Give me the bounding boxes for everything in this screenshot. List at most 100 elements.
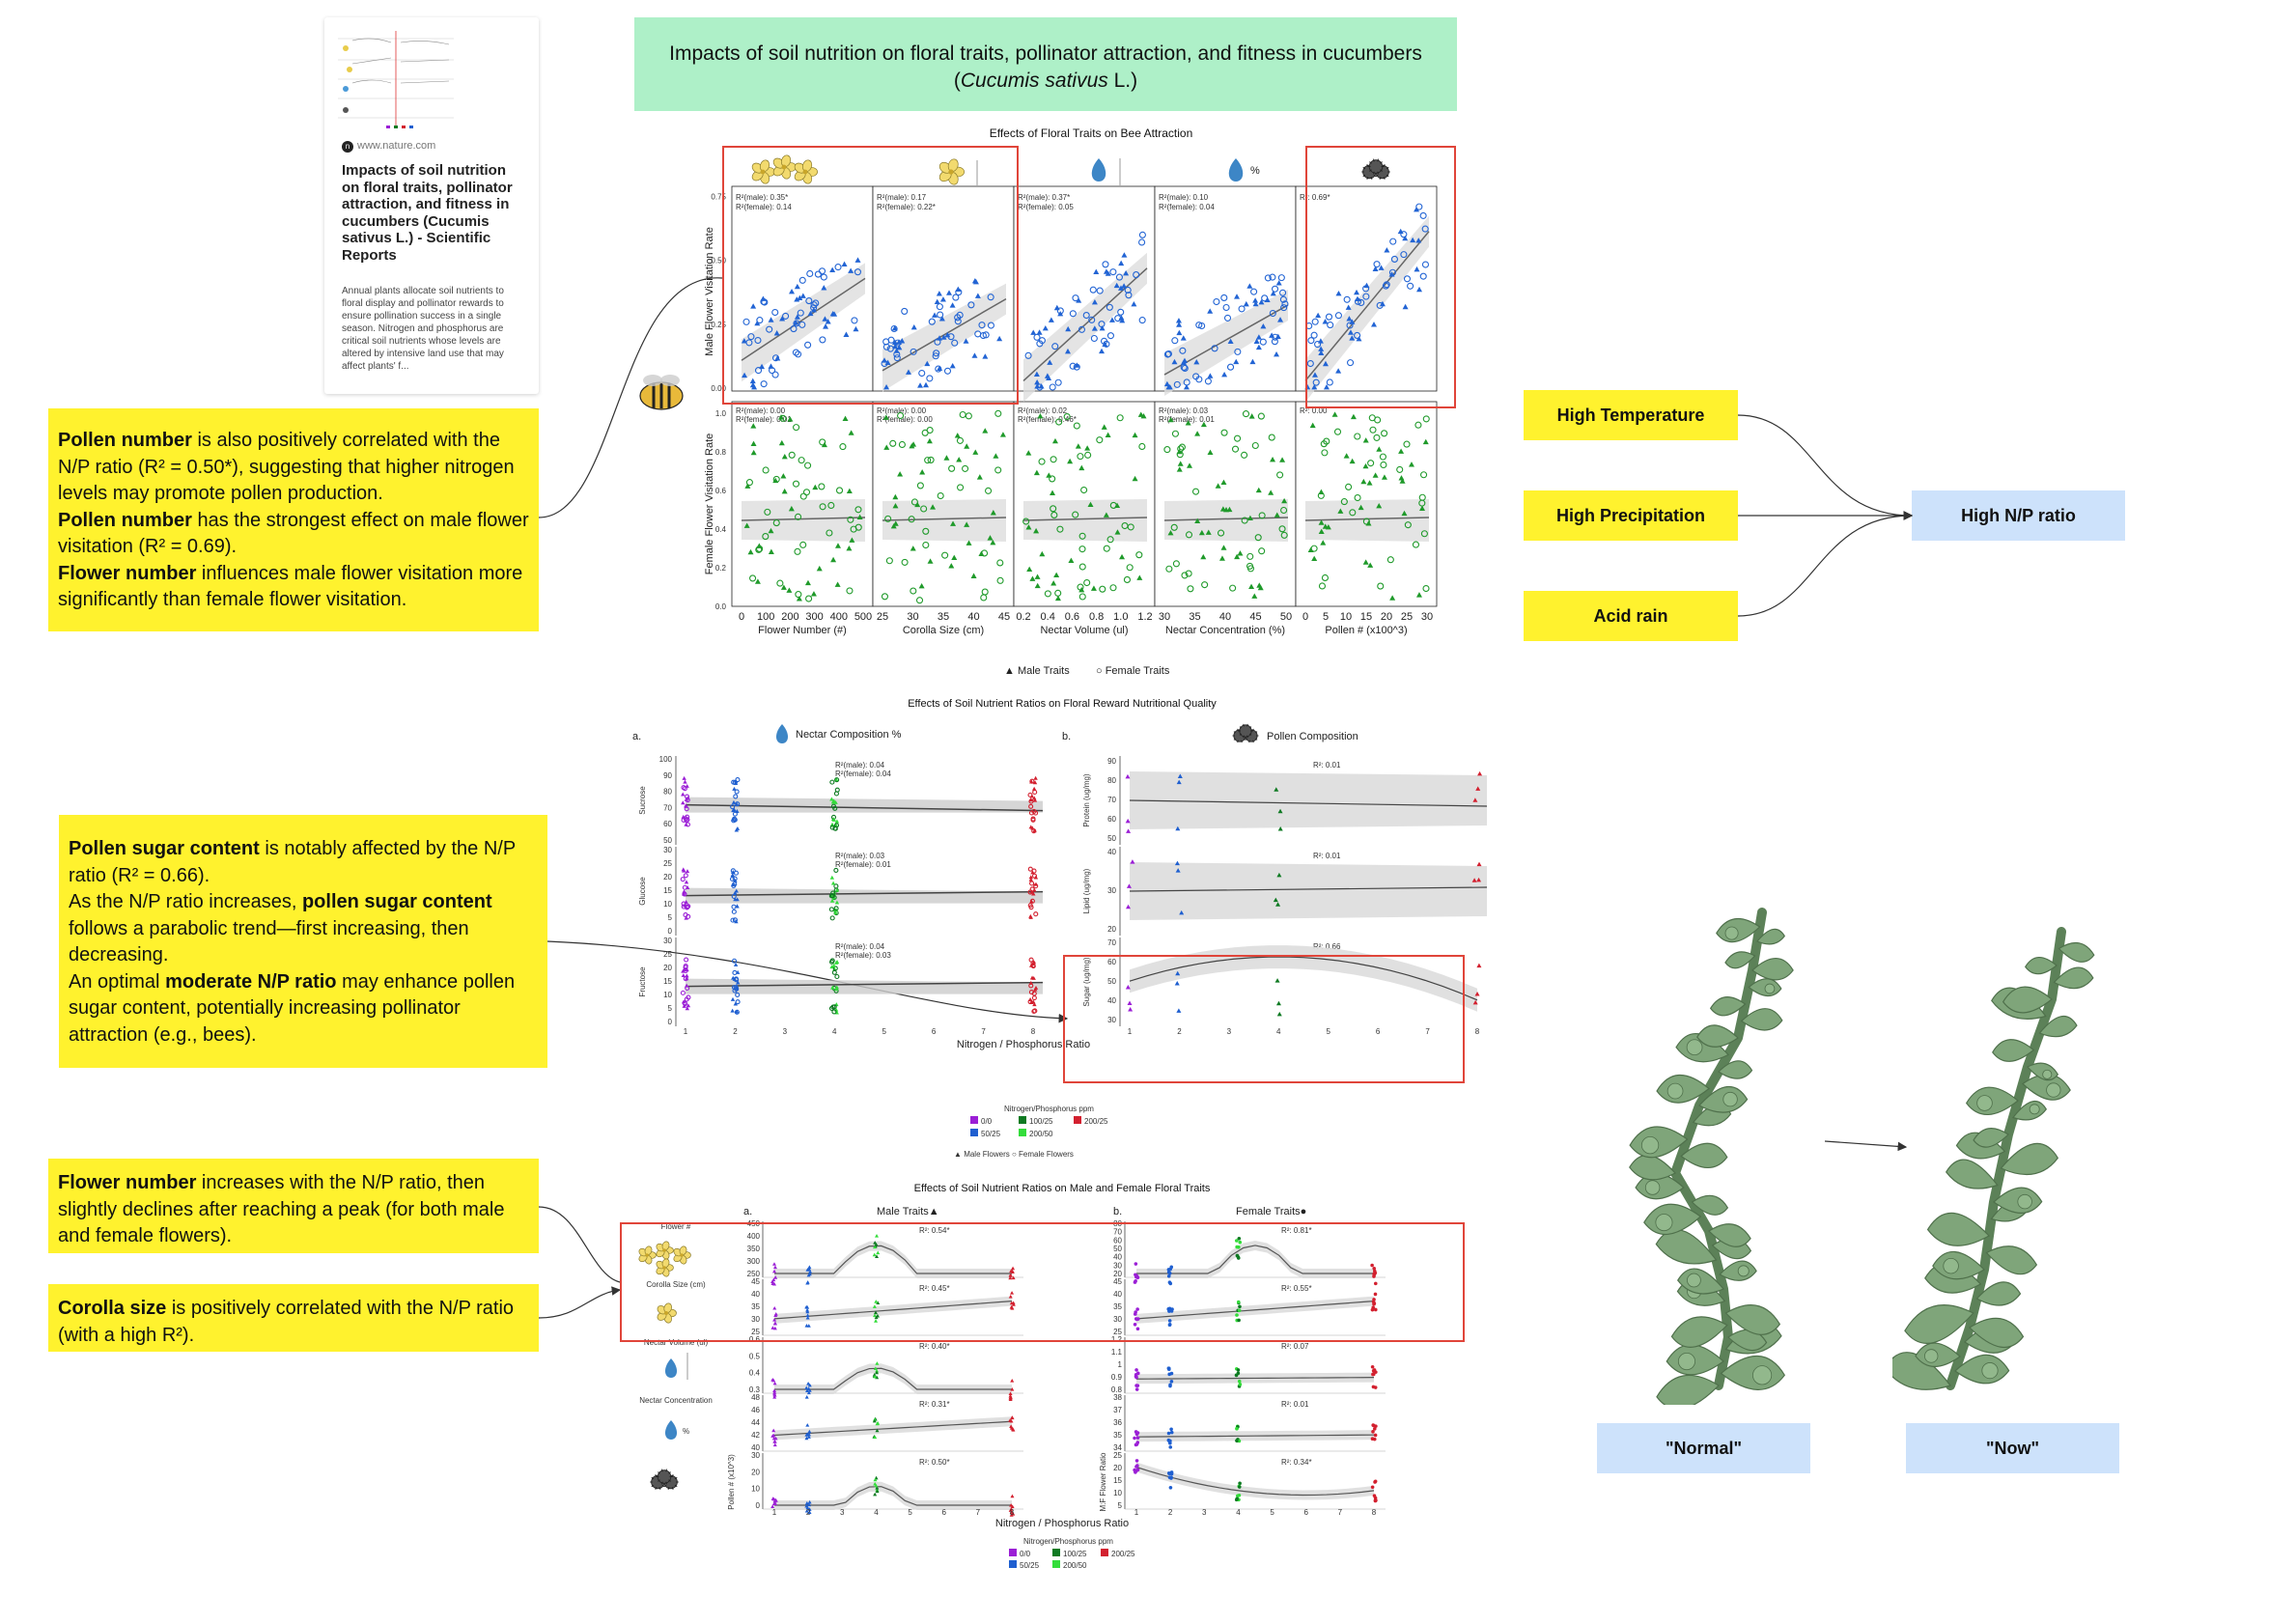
label-normal[interactable]: "Normal" [1597, 1423, 1810, 1473]
link-preview-card[interactable]: n www.nature.com Impacts of soil nutriti… [324, 17, 539, 394]
female-point [1321, 449, 1329, 457]
label-now[interactable]: "Now" [1906, 1423, 2119, 1473]
male-point [1246, 515, 1253, 521]
male-point [806, 1273, 811, 1277]
y-tick: 50 [1107, 977, 1116, 986]
male-point [773, 330, 780, 336]
result-high-np-ratio[interactable]: High N/P ratio [1912, 490, 2125, 541]
female-point [910, 498, 918, 506]
male-point [1187, 462, 1193, 468]
female-point [1204, 378, 1212, 385]
male-point [1255, 344, 1262, 350]
pollen-spike [671, 1474, 674, 1477]
male-point [1119, 317, 1126, 323]
flower-cluster-icon [794, 159, 818, 184]
male-point [1032, 780, 1038, 785]
female-point [1238, 1481, 1242, 1486]
water-drop-icon [664, 1420, 678, 1440]
female-point [1080, 486, 1088, 494]
female-point [1167, 1280, 1172, 1284]
male-point [1177, 773, 1183, 779]
flower-center [664, 1311, 668, 1315]
female-point [734, 1009, 740, 1015]
x-tick: 8 [1475, 1027, 1480, 1036]
x-tick: 4 [1276, 1027, 1281, 1036]
female-point [1051, 343, 1059, 350]
female-point [772, 475, 780, 483]
cause-acid-rain[interactable]: Acid rain [1524, 591, 1738, 641]
female-point [1033, 911, 1039, 917]
r2-label: R²: 0.07 [1281, 1342, 1309, 1351]
female-point [1109, 268, 1117, 276]
r2-label: R²(male): 0.35* [736, 193, 788, 202]
male-point [1010, 1494, 1015, 1498]
pollen-spike [1237, 740, 1239, 743]
female-point [1422, 415, 1430, 423]
flower-cluster-icon [772, 154, 797, 180]
note-pollen-sugar[interactable]: Pollen sugar content is notably affected… [59, 815, 547, 1068]
male-point [807, 1510, 812, 1515]
male-point [875, 1428, 880, 1433]
flower-center [662, 1266, 666, 1270]
pollen-spike [1252, 740, 1254, 743]
male-point [1343, 453, 1350, 459]
pollen-spike [1252, 728, 1254, 732]
male-point [754, 578, 761, 584]
y-tick: 0.4 [715, 525, 727, 534]
female-point [916, 482, 924, 490]
note-flower-number[interactable]: Flower number increases with the N/P rat… [48, 1159, 539, 1253]
male-point [1176, 322, 1183, 327]
cause-high-temperature[interactable]: High Temperature [1524, 390, 1738, 440]
male-point [1471, 878, 1477, 882]
male-point [1260, 323, 1267, 329]
female-point [951, 339, 959, 347]
x-tick: 0 [739, 611, 744, 623]
male-point [1358, 504, 1364, 511]
x-tick: 5 [908, 1508, 912, 1517]
panel-b-label: b. [1062, 731, 1071, 742]
female-point [1073, 422, 1080, 430]
male-point [910, 324, 917, 330]
male-point [936, 291, 942, 296]
y-tick: 25 [663, 859, 672, 868]
y-tick: 50 [1113, 1245, 1122, 1253]
male-point [1010, 1387, 1015, 1391]
female-point [1106, 536, 1114, 544]
male-point [1033, 985, 1039, 990]
female-point [1254, 534, 1262, 542]
pollen-spike [1243, 735, 1245, 739]
male-point [1222, 506, 1229, 513]
female-point [1126, 564, 1134, 572]
male-point [1030, 329, 1037, 335]
male-point [1054, 595, 1061, 602]
cause-high-precipitation[interactable]: High Precipitation [1524, 490, 1738, 541]
male-point [1180, 359, 1187, 365]
note-bold: Pollen number [58, 430, 192, 451]
female-point [1127, 523, 1134, 531]
pollen-spike [1246, 723, 1248, 727]
r2-label: R²: 0.69* [1300, 193, 1330, 202]
y-tick: 90 [1107, 757, 1116, 766]
female-point [1237, 1485, 1242, 1489]
female-point [779, 414, 787, 422]
female-point [1078, 563, 1086, 571]
female-point [1259, 338, 1267, 346]
male-point [1205, 529, 1212, 535]
male-point [1258, 299, 1265, 305]
male-point [830, 985, 835, 990]
title-line2-open: ( [953, 70, 961, 92]
female-point [732, 816, 738, 822]
male-point [954, 433, 961, 438]
female-point [1371, 1430, 1375, 1434]
x-tick: 4 [1236, 1508, 1241, 1517]
plant-leaf [1696, 1024, 1739, 1048]
female-point [829, 958, 835, 964]
note-corolla-size[interactable]: Corolla size is positively correlated wi… [48, 1284, 539, 1352]
x-tick: 4 [832, 1027, 837, 1036]
female-point [1382, 282, 1389, 290]
card-title[interactable]: Impacts of soil nutrition on floral trai… [342, 162, 513, 264]
plant-leaf [2053, 966, 2094, 990]
male-point [873, 1310, 878, 1315]
note-pollen-number[interactable]: Pollen number is also positively correla… [48, 408, 539, 631]
female-point [1234, 348, 1242, 355]
